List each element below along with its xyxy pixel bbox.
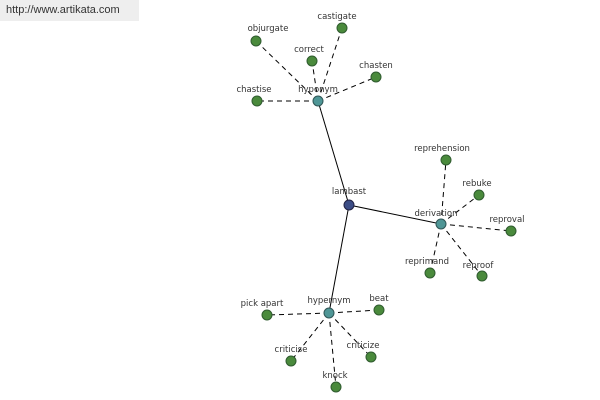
node-label-beat: beat bbox=[369, 294, 389, 304]
node-dot-criticise[interactable] bbox=[285, 355, 297, 367]
node-objurgate[interactable]: objurgate bbox=[248, 24, 289, 47]
node-dot-center[interactable] bbox=[343, 199, 355, 211]
edge-derivation-reprehension bbox=[440, 159, 447, 225]
node-label-reproof: reproof bbox=[463, 261, 495, 271]
node-dot-hyponym[interactable] bbox=[312, 95, 324, 107]
node-criticize[interactable]: criticize bbox=[347, 341, 380, 363]
node-label-pick-apart: pick apart bbox=[241, 299, 284, 309]
edge-derivation-reproof bbox=[440, 223, 483, 277]
node-center[interactable]: lambast bbox=[332, 187, 367, 211]
node-label-criticize: criticize bbox=[347, 341, 380, 351]
edge-hypernym-pick-apart bbox=[266, 312, 330, 316]
node-label-reprimand: reprimand bbox=[405, 257, 449, 267]
node-dot-reprehension[interactable] bbox=[440, 154, 452, 166]
edge-center-hyponym bbox=[317, 100, 350, 206]
node-dot-correct[interactable] bbox=[306, 55, 318, 67]
node-chastise[interactable]: chastise bbox=[236, 85, 272, 107]
node-label-correct: correct bbox=[294, 45, 324, 55]
node-dot-reprimand[interactable] bbox=[424, 267, 436, 279]
node-dot-rebuke[interactable] bbox=[473, 189, 485, 201]
edge-hypernym-knock bbox=[328, 312, 337, 388]
edge-hyponym-chasten bbox=[317, 76, 377, 102]
node-label-objurgate: objurgate bbox=[248, 24, 289, 34]
node-correct[interactable]: correct bbox=[294, 45, 325, 67]
node-dot-derivation[interactable] bbox=[435, 218, 447, 230]
node-label-rebuke: rebuke bbox=[462, 179, 491, 189]
node-dot-castigate[interactable] bbox=[336, 22, 348, 34]
edge-hyponym-correct bbox=[311, 60, 319, 102]
node-dot-reproof[interactable] bbox=[476, 270, 488, 282]
node-label-hyponym: hyponym bbox=[298, 85, 338, 95]
node-dot-reproval[interactable] bbox=[505, 225, 517, 237]
node-dot-objurgate[interactable] bbox=[250, 35, 262, 47]
node-label-knock: knock bbox=[322, 371, 347, 381]
url-banner[interactable]: http://www.artikata.com bbox=[0, 0, 139, 21]
node-label-reproval: reproval bbox=[489, 215, 524, 225]
node-reprehension[interactable]: reprehension bbox=[414, 144, 470, 166]
node-label-reprehension: reprehension bbox=[414, 144, 470, 154]
node-dot-knock[interactable] bbox=[330, 381, 342, 393]
node-chasten[interactable]: chasten bbox=[359, 61, 393, 83]
node-hypernym[interactable]: hypernym bbox=[307, 296, 351, 319]
edge-hyponym-castigate bbox=[317, 27, 343, 102]
edge-derivation-rebuke bbox=[440, 194, 480, 225]
edge-hypernym-criticize bbox=[328, 312, 372, 358]
node-dot-hypernym[interactable] bbox=[323, 307, 335, 319]
node-reprimand[interactable]: reprimand bbox=[405, 257, 449, 279]
node-dot-beat[interactable] bbox=[373, 304, 385, 316]
edge-hypernym-criticise bbox=[290, 312, 330, 362]
node-reproof[interactable]: reproof bbox=[463, 261, 495, 282]
edge-hypernym-beat bbox=[328, 309, 380, 314]
node-rebuke[interactable]: rebuke bbox=[462, 179, 492, 201]
node-beat[interactable]: beat bbox=[369, 294, 389, 316]
nodes-layer: objurgate castigate correct chasten chastise… bbox=[236, 12, 525, 393]
node-label-center: lambast bbox=[332, 187, 367, 197]
node-hyponym[interactable]: hyponym bbox=[298, 85, 338, 107]
node-pick-apart[interactable]: pick apart bbox=[241, 299, 284, 321]
node-derivation[interactable]: derivation bbox=[414, 209, 458, 230]
edge-center-derivation bbox=[348, 204, 442, 225]
node-castigate[interactable]: castigate bbox=[317, 12, 357, 34]
node-label-hypernym: hypernym bbox=[307, 296, 350, 306]
node-label-criticise: criticise bbox=[275, 345, 308, 355]
node-label-chastise: chastise bbox=[236, 85, 271, 95]
node-label-derivation: derivation bbox=[414, 209, 457, 219]
edge-center-hypernym bbox=[328, 204, 350, 314]
node-reproval[interactable]: reproval bbox=[489, 215, 525, 237]
node-criticise[interactable]: criticise bbox=[275, 345, 308, 367]
node-knock[interactable]: knock bbox=[322, 371, 348, 393]
node-dot-criticize[interactable] bbox=[365, 351, 377, 363]
node-dot-chasten[interactable] bbox=[370, 71, 382, 83]
node-dot-chastise[interactable] bbox=[251, 95, 263, 107]
edges-layer bbox=[255, 27, 512, 388]
edge-derivation-reproval bbox=[440, 223, 512, 232]
node-label-chasten: chasten bbox=[359, 61, 393, 71]
node-dot-pick-apart[interactable] bbox=[261, 309, 273, 321]
node-label-castigate: castigate bbox=[317, 12, 356, 22]
